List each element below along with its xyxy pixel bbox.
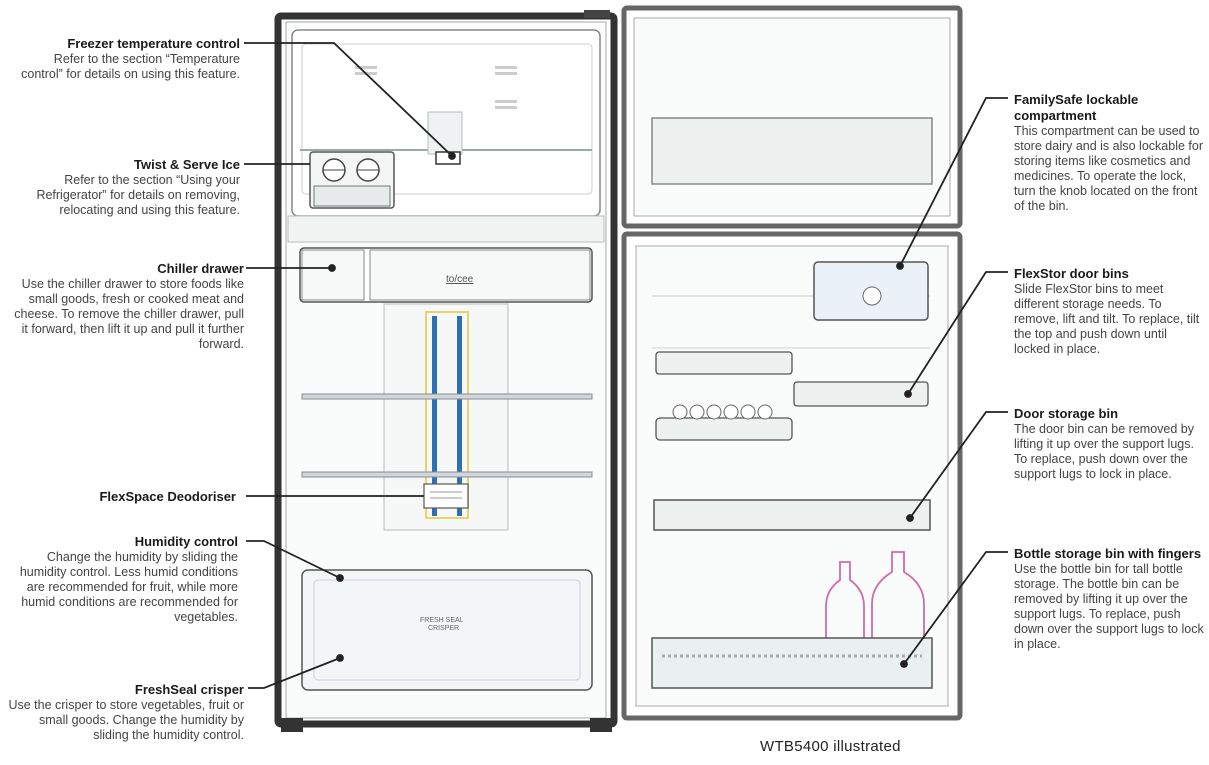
fridge-shelf xyxy=(301,471,593,478)
callout-familysafe-compartment: FamilySafe lockable compartment This com… xyxy=(1014,92,1206,214)
callout-title: Chiller drawer xyxy=(157,261,244,276)
callout-title: FreshSeal crisper xyxy=(134,682,244,697)
freshseal-crisper: FRESH SEAL CRISPER xyxy=(301,569,593,691)
fridge-shelf xyxy=(301,393,593,400)
callout-title: Twist & Serve Ice xyxy=(134,157,240,172)
callout-desc: Slide FlexStor bins to meet different st… xyxy=(1014,282,1200,356)
fridge-door xyxy=(621,231,963,721)
callout-door-storage-bin: Door storage bin The door bin can be rem… xyxy=(1014,406,1206,482)
callout-title: Bottle storage bin with fingers xyxy=(1014,546,1202,561)
freezer-door xyxy=(621,5,963,229)
callout-title: FlexSpace Deodoriser xyxy=(99,489,236,504)
callout-desc: Refer to the section “Using your Refrige… xyxy=(36,173,240,217)
callout-desc: This compartment can be used to store da… xyxy=(1014,124,1203,213)
callout-desc: Use the crisper to store vegetables, fru… xyxy=(8,698,244,742)
callout-title: Door storage bin xyxy=(1014,406,1119,421)
callout-humidity-control: Humidity control Change the humidity by … xyxy=(4,534,238,625)
callout-title: FlexStor door bins xyxy=(1014,266,1129,281)
model-caption: WTB5400 illustrated xyxy=(760,738,901,755)
callout-title: Humidity control xyxy=(134,534,238,549)
leader-lines-left xyxy=(244,42,456,689)
callout-flexstor-door-bins: FlexStor door bins Slide FlexStor bins t… xyxy=(1014,266,1206,357)
callout-desc: Refer to the section “Temperature contro… xyxy=(21,52,240,81)
callout-chiller-drawer: Chiller drawer Use the chiller drawer to… xyxy=(6,261,244,352)
callout-bottle-storage-bin: Bottle storage bin with fingers Use the … xyxy=(1014,546,1206,652)
crisper-label-2: CRISPER xyxy=(428,625,459,632)
callout-desc: Use the chiller drawer to store foods li… xyxy=(14,277,244,351)
callout-desc: Use the bottle bin for tall bottle stora… xyxy=(1014,562,1204,651)
crisper-label-1: FRESH SEAL xyxy=(420,617,464,624)
callout-title: FamilySafe lockable compartment xyxy=(1014,92,1139,123)
chiller-drawer: to/cee xyxy=(299,247,593,303)
callout-desc: Change the humidity by sliding the humid… xyxy=(19,550,238,624)
leader-lines-right xyxy=(896,97,1008,668)
chiller-label: to/cee xyxy=(446,274,474,285)
callout-desc: The door bin can be removed by lifting i… xyxy=(1014,422,1194,481)
flexspace-column xyxy=(383,303,509,531)
twist-serve-ice xyxy=(309,151,395,209)
flexspace-deodoriser xyxy=(423,483,469,509)
callout-twist-serve-ice: Twist & Serve Ice Refer to the section “… xyxy=(10,157,240,218)
callout-freshseal-crisper: FreshSeal crisper Use the crisper to sto… xyxy=(4,682,244,743)
callout-title: Freezer temperature control xyxy=(67,36,240,51)
callout-flexspace-deodoriser: FlexSpace Deodoriser xyxy=(6,489,236,505)
callout-freezer-temperature-control: Freezer temperature control Refer to the… xyxy=(10,36,240,82)
